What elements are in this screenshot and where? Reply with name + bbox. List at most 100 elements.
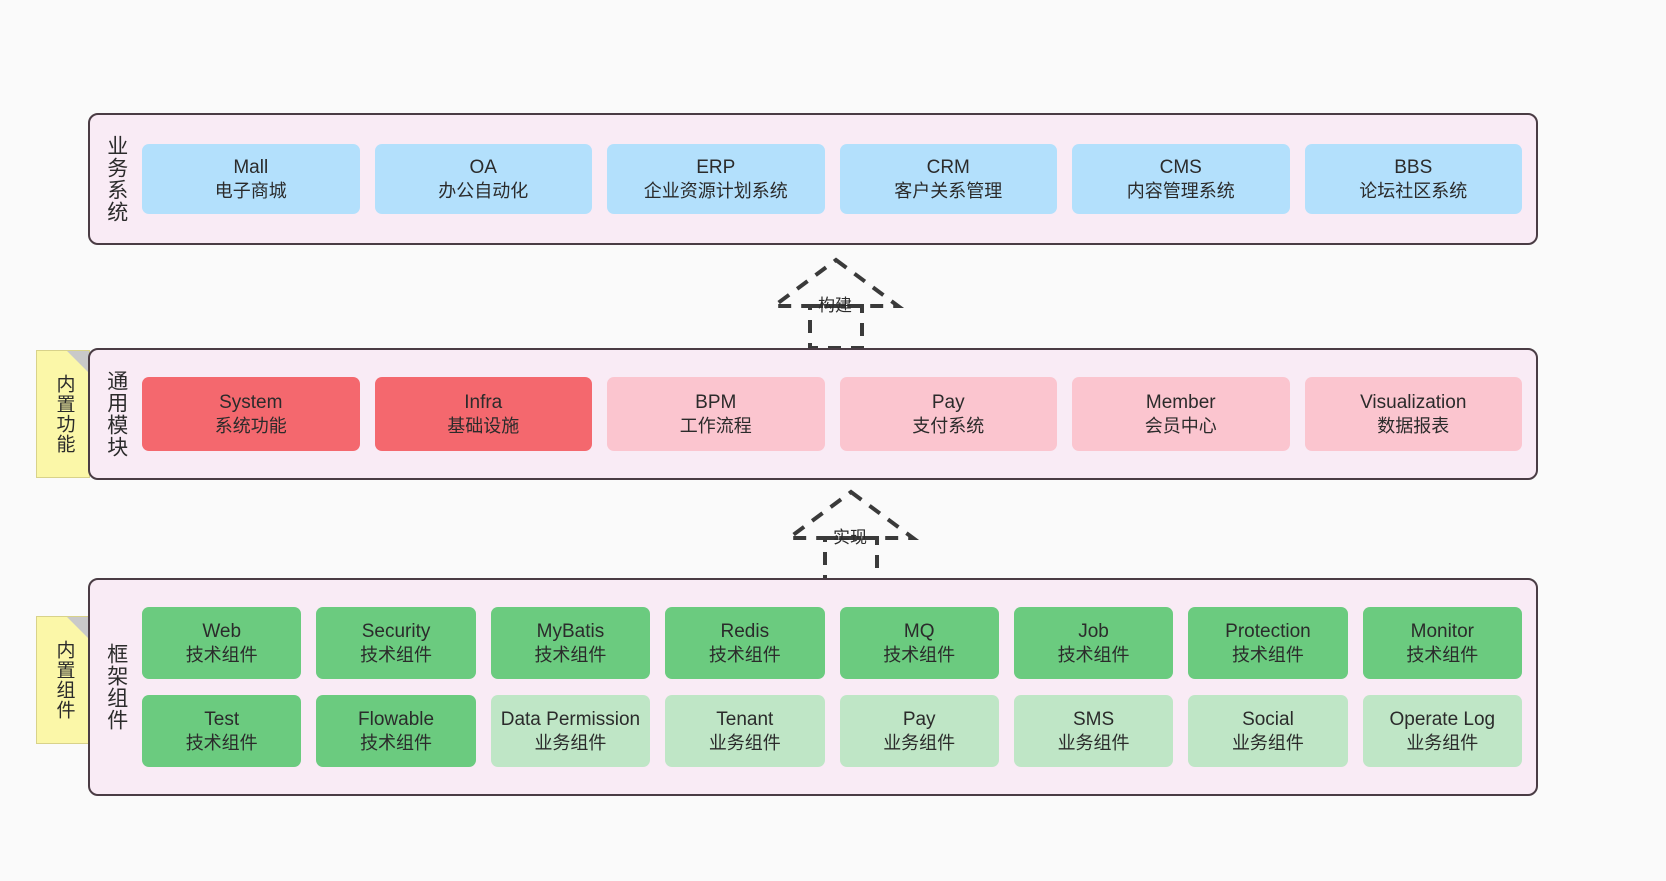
- node-pay-component[interactable]: Pay 业务组件: [839, 695, 999, 767]
- node-subtitle: 工作流程: [679, 415, 752, 436]
- node-security[interactable]: Security 技术组件: [316, 607, 476, 679]
- node-test[interactable]: Test 技术组件: [142, 695, 302, 767]
- node-subtitle: 技术组件: [534, 644, 607, 665]
- node-title: CRM: [926, 156, 970, 178]
- node-title: Mall: [233, 156, 269, 178]
- node-subtitle: 支付系统: [912, 415, 985, 436]
- node-social[interactable]: Social 业务组件: [1188, 695, 1348, 767]
- node-bbs[interactable]: BBS 论坛社区系统: [1304, 144, 1522, 214]
- note-fold-corner-icon: [67, 351, 89, 373]
- node-subtitle: 技术组件: [1231, 644, 1304, 665]
- generalization-arrow-build-icon: 构建: [756, 256, 916, 350]
- node-subtitle: 数据报表: [1377, 415, 1450, 436]
- node-title: Social: [1242, 708, 1294, 730]
- note-label: 内置组件: [53, 640, 75, 720]
- node-title: Test: [204, 708, 240, 730]
- row-common-modules: System 系统功能 Infra 基础设施 BPM 工作流程 Pay 支付系统…: [142, 377, 1522, 451]
- node-title: Monitor: [1410, 620, 1474, 642]
- node-subtitle: 技术组件: [185, 644, 258, 665]
- node-erp[interactable]: ERP 企业资源计划系统: [607, 144, 825, 214]
- node-sms[interactable]: SMS 业务组件: [1013, 695, 1174, 767]
- node-cms[interactable]: CMS 内容管理系统: [1072, 144, 1290, 214]
- node-bpm[interactable]: BPM 工作流程: [607, 377, 825, 451]
- node-title: System: [219, 391, 283, 413]
- node-title: Tenant: [716, 708, 774, 730]
- layer-business-systems: 业务系统 Mall 电子商城 OA 办公自动化 ERP 企业资源计划系统 CRM…: [88, 113, 1538, 245]
- node-mybatis[interactable]: MyBatis 技术组件: [490, 607, 651, 679]
- node-subtitle: 技术组件: [1057, 644, 1130, 665]
- node-subtitle: 技术组件: [360, 732, 433, 753]
- layer-title-common: 通用模块: [104, 370, 128, 458]
- node-mall[interactable]: Mall 电子商城: [142, 144, 360, 214]
- node-data-permission[interactable]: Data Permission 业务组件: [490, 695, 651, 767]
- node-monitor[interactable]: Monitor 技术组件: [1362, 607, 1522, 679]
- row-business-components: Test 技术组件 Flowable 技术组件 Data Permission …: [142, 695, 1522, 767]
- node-subtitle: 技术组件: [708, 644, 781, 665]
- arrow-label-implement: 实现: [833, 528, 867, 547]
- node-subtitle: 业务组件: [883, 732, 956, 753]
- layer-common-modules: 通用模块 System 系统功能 Infra 基础设施 BPM 工作流程 Pay…: [88, 348, 1538, 480]
- layer-body-common: System 系统功能 Infra 基础设施 BPM 工作流程 Pay 支付系统…: [142, 350, 1536, 478]
- node-title: Pay: [902, 708, 936, 730]
- node-title: Flowable: [358, 708, 435, 730]
- node-job[interactable]: Job 技术组件: [1013, 607, 1174, 679]
- node-system[interactable]: System 系统功能: [142, 377, 360, 451]
- node-title: Operate Log: [1389, 708, 1496, 730]
- layer-title-business: 业务系统: [104, 135, 128, 223]
- node-oa[interactable]: OA 办公自动化: [374, 144, 592, 214]
- row-business-systems: Mall 电子商城 OA 办公自动化 ERP 企业资源计划系统 CRM 客户关系…: [142, 144, 1522, 214]
- node-title: MQ: [903, 620, 935, 642]
- node-subtitle: 客户关系管理: [894, 180, 1003, 201]
- node-subtitle: 业务组件: [1057, 732, 1130, 753]
- node-tenant[interactable]: Tenant 业务组件: [665, 695, 825, 767]
- node-subtitle: 技术组件: [185, 732, 258, 753]
- node-flowable[interactable]: Flowable 技术组件: [316, 695, 476, 767]
- node-subtitle: 办公自动化: [438, 180, 529, 201]
- note-fold-corner-icon: [67, 617, 89, 639]
- node-protection[interactable]: Protection 技术组件: [1188, 607, 1348, 679]
- node-web[interactable]: Web 技术组件: [142, 607, 302, 679]
- node-subtitle: 业务组件: [1231, 732, 1304, 753]
- node-crm[interactable]: CRM 客户关系管理: [839, 144, 1057, 214]
- note-builtin-components: 内置组件: [36, 616, 90, 744]
- node-title: Redis: [720, 620, 770, 642]
- node-title: BBS: [1394, 156, 1433, 178]
- node-title: Member: [1145, 391, 1216, 413]
- node-title: CMS: [1159, 156, 1202, 178]
- node-member[interactable]: Member 会员中心: [1072, 377, 1290, 451]
- node-title: Web: [202, 620, 242, 642]
- node-redis[interactable]: Redis 技术组件: [665, 607, 825, 679]
- node-subtitle: 电子商城: [214, 180, 287, 201]
- note-builtin-features: 内置功能: [36, 350, 90, 478]
- node-subtitle: 技术组件: [883, 644, 956, 665]
- node-title: Pay: [931, 391, 965, 413]
- node-pay[interactable]: Pay 支付系统: [839, 377, 1057, 451]
- node-visualization[interactable]: Visualization 数据报表: [1304, 377, 1522, 451]
- node-subtitle: 技术组件: [360, 644, 433, 665]
- node-subtitle: 企业资源计划系统: [643, 180, 788, 201]
- node-mq[interactable]: MQ 技术组件: [839, 607, 999, 679]
- generalization-arrow-implement-icon: 实现: [771, 488, 931, 582]
- node-title: SMS: [1072, 708, 1115, 730]
- node-title: BPM: [695, 391, 737, 413]
- node-subtitle: 论坛社区系统: [1359, 180, 1468, 201]
- node-operate-log[interactable]: Operate Log 业务组件: [1362, 695, 1522, 767]
- node-subtitle: 技术组件: [1406, 644, 1479, 665]
- node-title: ERP: [696, 156, 736, 178]
- node-title: Infra: [464, 391, 503, 413]
- node-title: Security: [361, 620, 431, 642]
- node-title: MyBatis: [536, 620, 605, 642]
- layer-body-frame: Web 技术组件 Security 技术组件 MyBatis 技术组件 Redi…: [142, 580, 1536, 794]
- node-subtitle: 系统功能: [214, 415, 287, 436]
- node-infra[interactable]: Infra 基础设施: [374, 377, 592, 451]
- layer-body-business: Mall 电子商城 OA 办公自动化 ERP 企业资源计划系统 CRM 客户关系…: [142, 115, 1536, 243]
- node-title: Job: [1078, 620, 1109, 642]
- node-title: OA: [469, 156, 497, 178]
- row-tech-components: Web 技术组件 Security 技术组件 MyBatis 技术组件 Redi…: [142, 607, 1522, 679]
- node-title: Data Permission: [500, 708, 641, 730]
- node-subtitle: 内容管理系统: [1126, 180, 1235, 201]
- node-subtitle: 业务组件: [708, 732, 781, 753]
- note-label: 内置功能: [53, 374, 75, 454]
- node-subtitle: 基础设施: [447, 415, 520, 436]
